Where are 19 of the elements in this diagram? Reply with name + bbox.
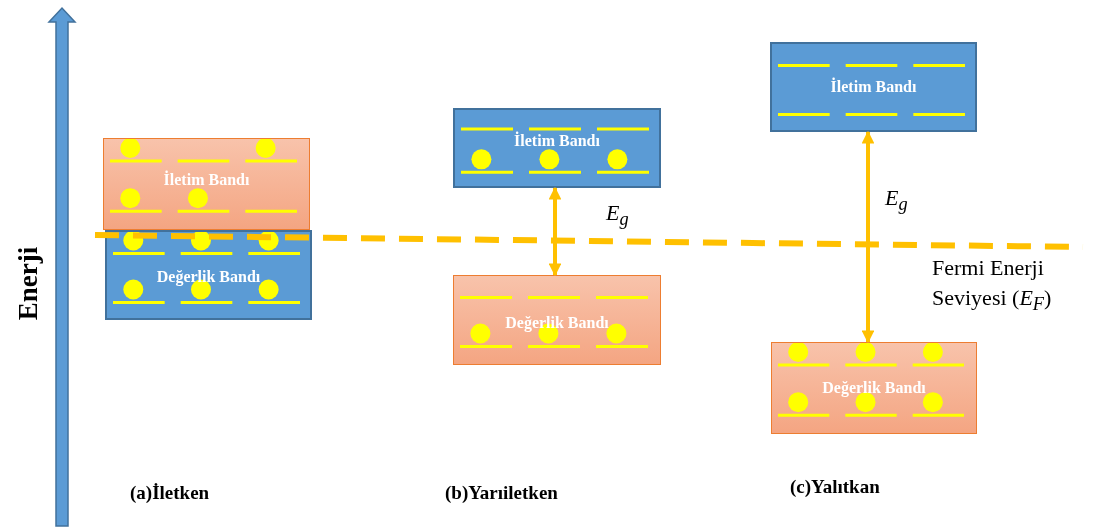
band-box <box>771 342 977 434</box>
band-label: İletim Bandı <box>513 132 601 150</box>
double-arrow <box>861 130 875 344</box>
band-box <box>453 108 661 188</box>
band-label: Değerlik Bandı <box>821 379 927 397</box>
double-arrow <box>548 186 562 277</box>
band-box <box>770 42 977 132</box>
panel-caption: (c)Yalıtkan <box>790 476 880 498</box>
axis-title: Enerji <box>13 246 45 321</box>
panel-caption: (a)İletken <box>130 482 210 504</box>
band-label: İletim Bandı <box>162 171 251 189</box>
band-label: İletim Bandı <box>829 78 918 96</box>
fermi-level-label: Fermi Enerji Seviyesi (E$_{F}$) <box>932 254 1053 317</box>
panel-caption: (b)Yarıiletken <box>445 482 558 504</box>
band-box <box>453 275 661 365</box>
band-label: Değerlik Bandı <box>504 314 610 332</box>
band-box <box>105 230 312 320</box>
band-label: Değerlik Bandı <box>155 268 262 286</box>
band-box <box>103 138 310 230</box>
